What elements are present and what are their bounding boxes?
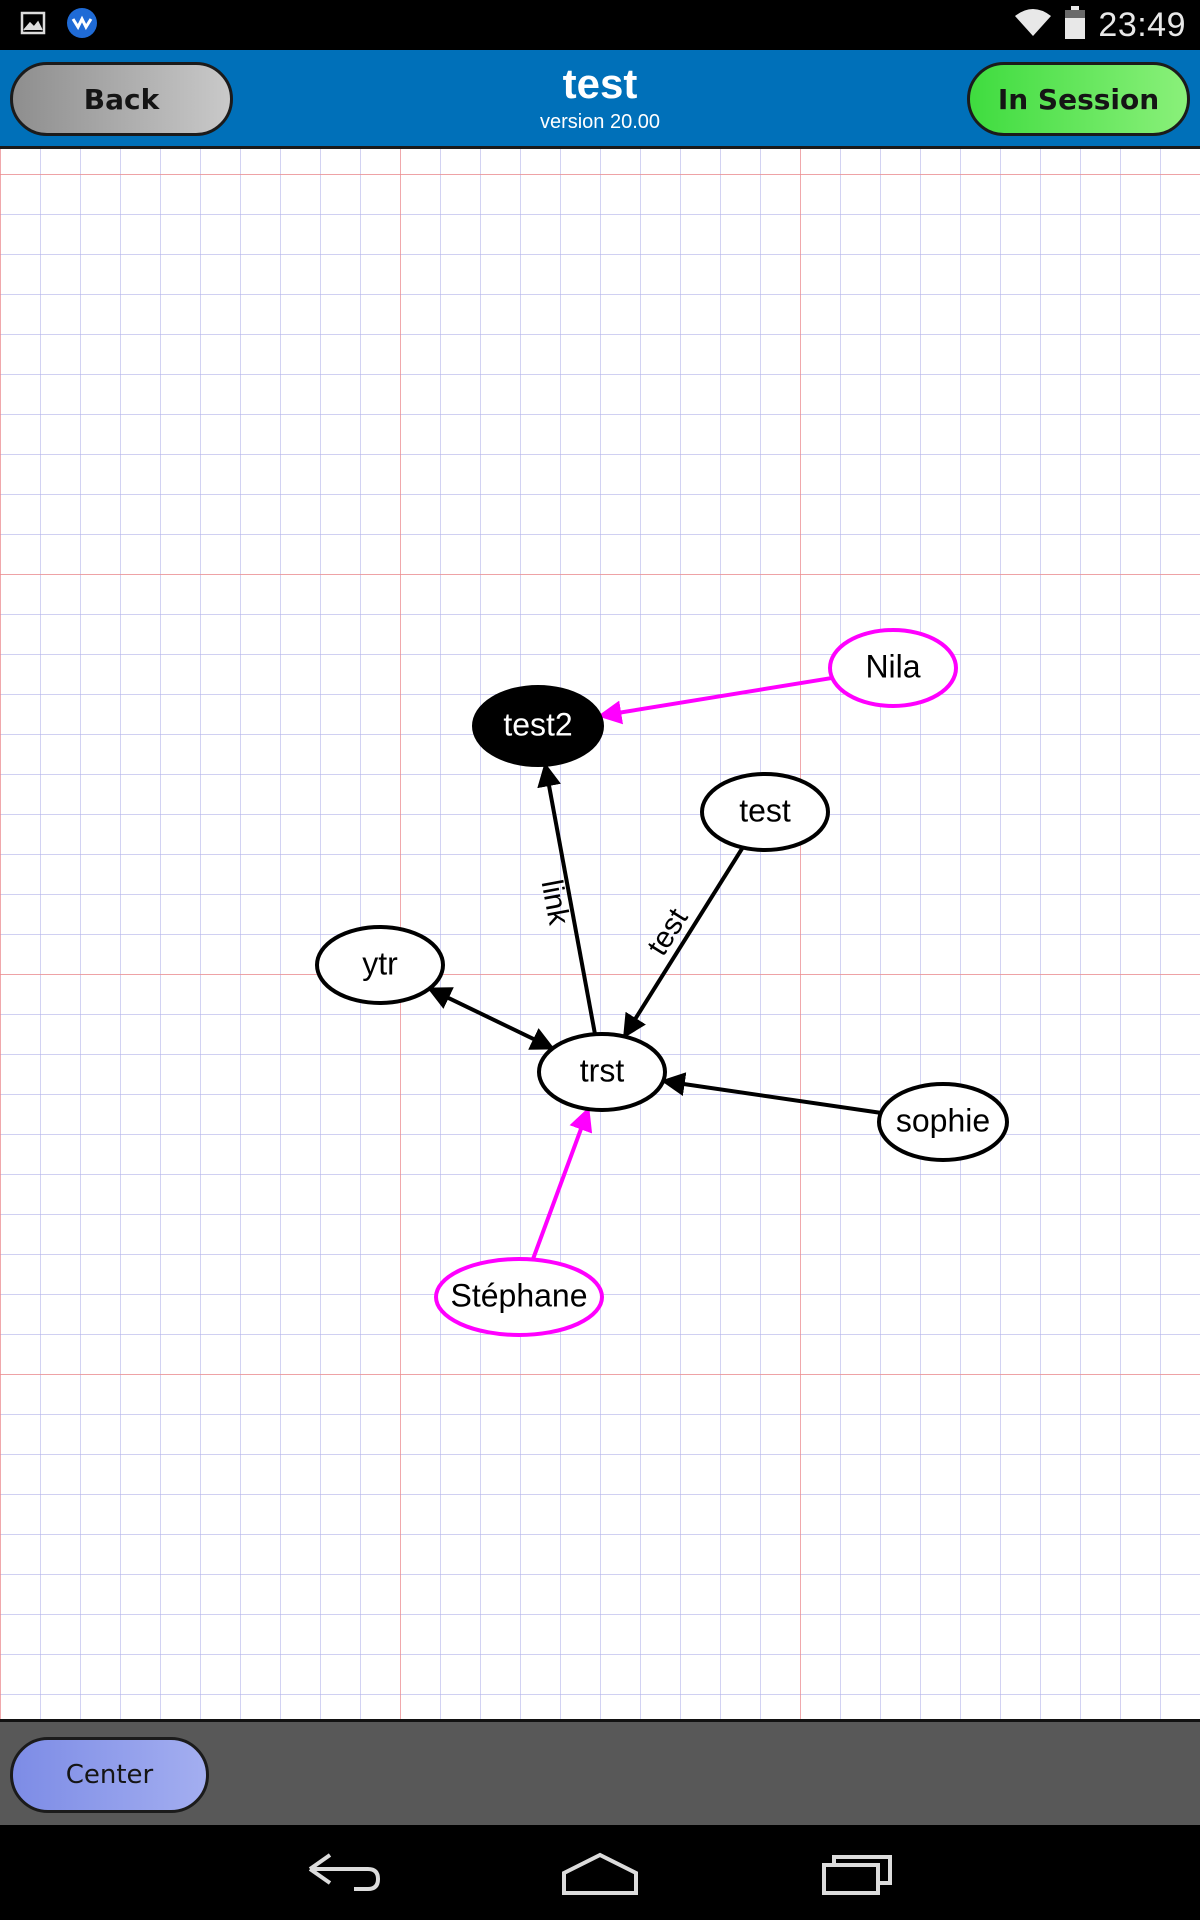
graph-node-sophie[interactable]: sophie	[877, 1082, 1009, 1162]
node-shape-stephane[interactable]	[434, 1257, 604, 1337]
graph-edge-test-trst[interactable]	[622, 846, 745, 1039]
version-label: version 20.00	[539, 111, 661, 133]
battery-icon	[1064, 6, 1086, 44]
graph-node-ytr[interactable]: ytr	[315, 925, 445, 1005]
grid-major	[0, 149, 1200, 1719]
graph-edge-stephane-trst[interactable]	[530, 1106, 593, 1261]
graph-node-test[interactable]: test	[700, 772, 830, 852]
node-label-trst: trst	[580, 1052, 625, 1088]
node-shape-ytr[interactable]	[315, 925, 445, 1005]
node-label-stephane: Stéphane	[450, 1277, 587, 1313]
title-bar: Back test version 20.00 In Session	[0, 50, 1200, 149]
node-label-sophie: sophie	[896, 1102, 990, 1138]
graph-node-nila[interactable]: Nila	[828, 628, 958, 708]
graph-edge-nila-test2[interactable]	[597, 675, 833, 725]
page-title: test	[562, 60, 638, 107]
graph-edge-ytr-trst[interactable]	[427, 986, 555, 1051]
image-notification-icon	[20, 10, 46, 40]
node-label-nila: Nila	[865, 648, 920, 684]
node-label-test2: test2	[503, 706, 572, 742]
wifi-icon	[1014, 8, 1052, 42]
node-label-test: test	[739, 792, 791, 828]
graph-node-test2[interactable]: test2	[472, 685, 604, 767]
clock: 23:49	[1098, 5, 1186, 44]
edge-label-link: link	[535, 877, 576, 928]
graph-node-trst[interactable]: trst	[537, 1032, 667, 1112]
in-session-button[interactable]: In Session	[967, 62, 1190, 136]
app-notification-icon	[64, 5, 100, 45]
graph-svg[interactable]: link test test2 Nila test ytr trst sophieStéph…	[0, 149, 1200, 1719]
title-block: test version 20.00	[300, 58, 900, 134]
back-nav-icon[interactable]	[294, 1845, 394, 1901]
bottom-toolbar: Center	[0, 1719, 1200, 1828]
back-button[interactable]: Back	[10, 62, 233, 136]
graph-edge-trst-test2[interactable]	[537, 762, 597, 1035]
recents-nav-icon[interactable]	[806, 1845, 906, 1901]
status-bar: 23:49	[0, 0, 1200, 50]
node-shape-nila[interactable]	[828, 628, 958, 708]
system-nav-bar	[0, 1825, 1200, 1920]
node-label-ytr: ytr	[362, 945, 398, 981]
graph-node-stephane[interactable]: Stéphane	[434, 1257, 604, 1337]
node-shape-test2[interactable]	[472, 685, 604, 767]
home-nav-icon[interactable]	[550, 1845, 650, 1901]
node-shape-trst[interactable]	[537, 1032, 667, 1112]
graph-edge-sophie-trst[interactable]	[660, 1072, 882, 1115]
center-button[interactable]: Center	[10, 1737, 209, 1813]
node-shape-sophie[interactable]	[877, 1082, 1009, 1162]
node-shape-test[interactable]	[700, 772, 830, 852]
